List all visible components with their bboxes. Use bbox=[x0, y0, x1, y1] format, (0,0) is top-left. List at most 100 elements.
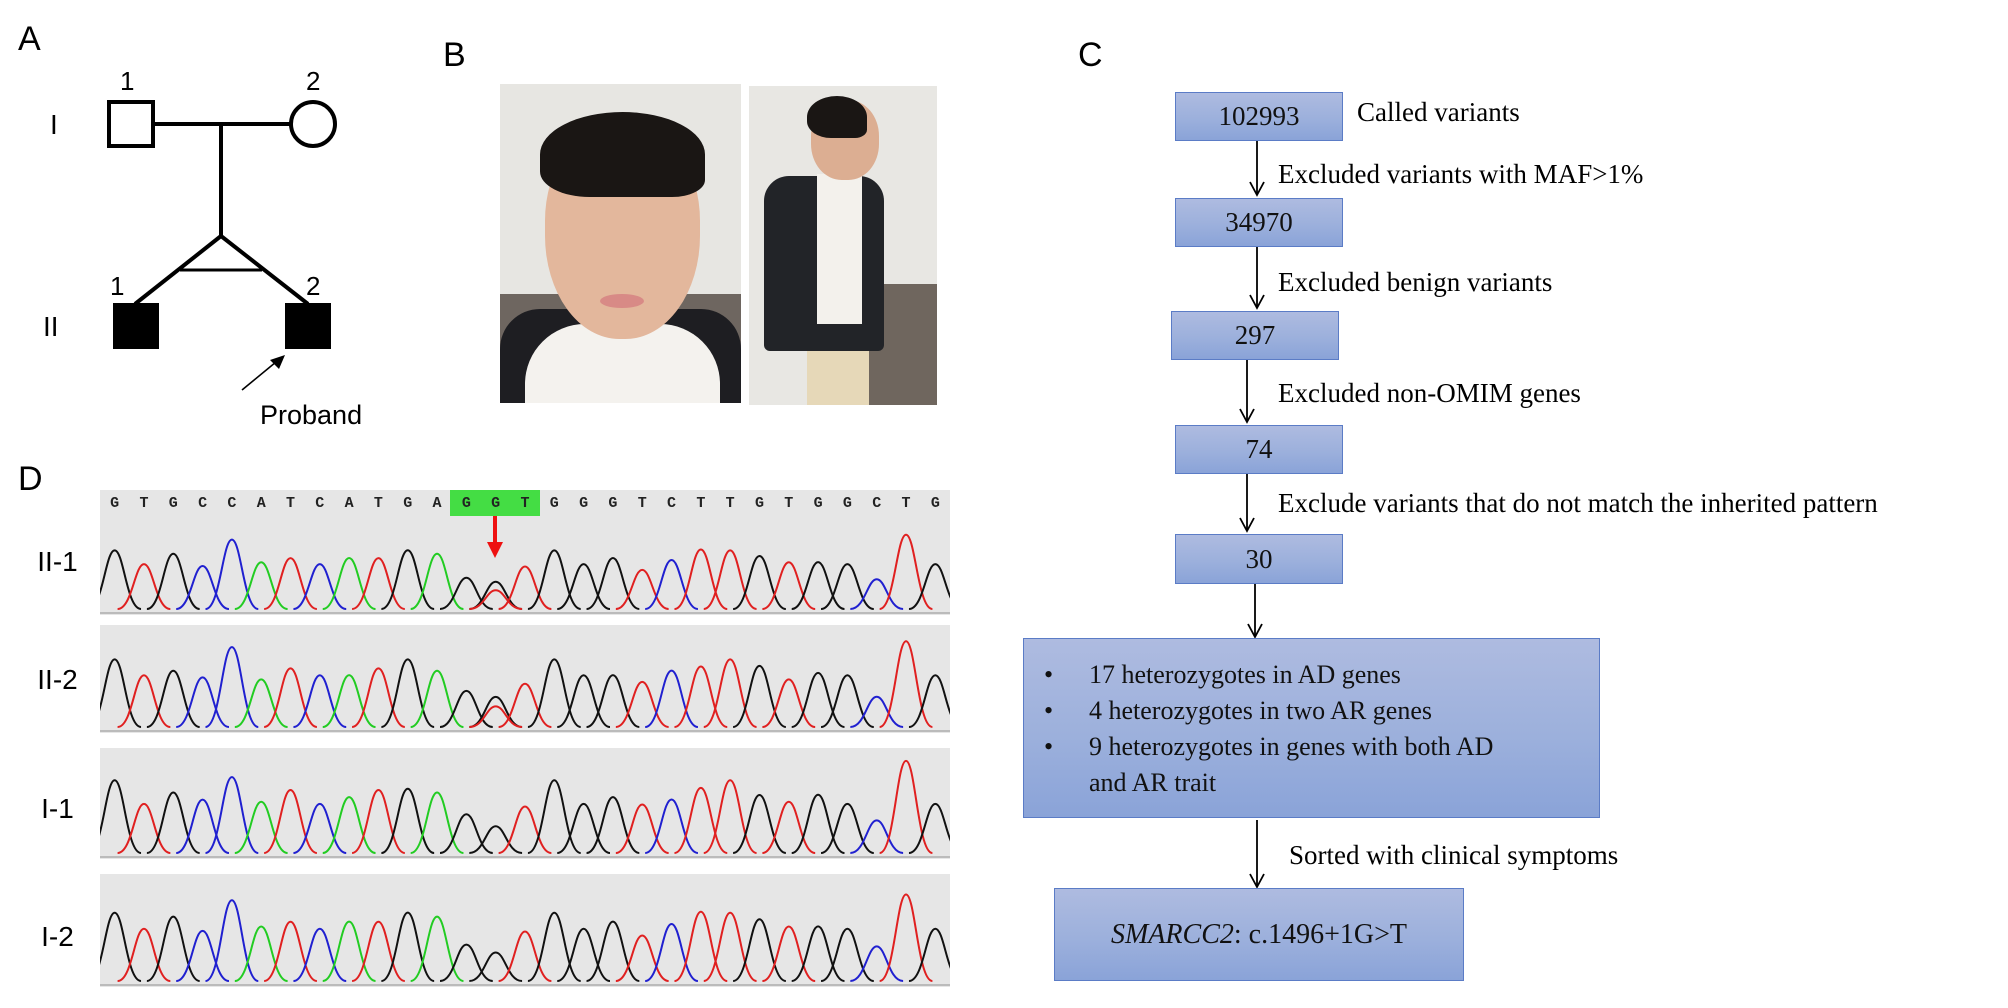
bullet-icon: • bbox=[1044, 732, 1054, 761]
peak-G bbox=[100, 911, 142, 982]
individual-ii-1-male-affected bbox=[113, 303, 159, 349]
base-call: G bbox=[842, 495, 852, 512]
peak-T bbox=[351, 920, 406, 982]
peak-G bbox=[586, 796, 640, 854]
peak-A bbox=[322, 920, 376, 982]
base-call: C bbox=[227, 495, 237, 512]
peak-T bbox=[762, 925, 816, 982]
peak-T bbox=[615, 680, 669, 728]
peak-G bbox=[556, 802, 611, 854]
peak-G bbox=[380, 658, 435, 728]
row-label-i-2: I-2 bbox=[41, 921, 74, 952]
chromatogram-i-1 bbox=[100, 748, 950, 859]
individual-i-2-female-unaffected bbox=[289, 100, 337, 148]
peak-G bbox=[908, 674, 950, 728]
arrow-1 bbox=[1249, 141, 1265, 197]
peak-G bbox=[908, 927, 950, 982]
flow-box-inheritance: 30 bbox=[1175, 534, 1343, 584]
peak-T bbox=[498, 682, 552, 728]
flow-note-called: Called variants bbox=[1357, 97, 1520, 127]
twin-line-left bbox=[133, 234, 223, 306]
flow-box-called: 102993 bbox=[1175, 92, 1343, 141]
individual-number-ii-2: 2 bbox=[306, 271, 321, 301]
peak-C bbox=[293, 563, 347, 610]
trace-svg bbox=[100, 640, 950, 732]
flow-arrows bbox=[1239, 141, 1265, 889]
base-call: C bbox=[315, 495, 325, 512]
peak-C bbox=[644, 669, 699, 728]
peak-G bbox=[586, 920, 640, 982]
peak-C bbox=[850, 578, 904, 610]
generation-label-ii: II bbox=[43, 311, 59, 342]
peak-G bbox=[146, 669, 201, 728]
peak-G bbox=[527, 911, 582, 982]
base-call: C bbox=[198, 495, 208, 512]
summary-item-ad-ar: •9 heterozygotes in genes with both AD bbox=[1024, 729, 1493, 765]
peak-T bbox=[674, 910, 728, 982]
peak-T bbox=[703, 911, 757, 982]
peak-G-wildtype bbox=[469, 580, 523, 610]
flow-filter-benign: Excluded benign variants bbox=[1278, 267, 1553, 297]
peak-C bbox=[850, 945, 904, 982]
peak-C bbox=[644, 922, 699, 982]
peak-G bbox=[820, 802, 875, 854]
peak-C bbox=[850, 819, 904, 854]
flow-box-benign: 297 bbox=[1171, 311, 1339, 360]
base-call: G bbox=[608, 495, 618, 512]
peak-G bbox=[146, 552, 201, 610]
base-call: T bbox=[286, 495, 296, 512]
base-call: T bbox=[784, 495, 794, 512]
peak-T bbox=[879, 640, 933, 728]
peak-T bbox=[351, 557, 406, 610]
peak-G bbox=[908, 802, 950, 854]
peak-G bbox=[908, 563, 950, 610]
summary-list: •17 heterozygotes in AD genes •4 heteroz… bbox=[1024, 657, 1493, 801]
base-call: T bbox=[520, 495, 530, 512]
mutation-arrow bbox=[487, 516, 503, 558]
peak-G bbox=[556, 674, 611, 728]
proband-arrowhead bbox=[270, 355, 285, 369]
trace-svg bbox=[100, 533, 950, 614]
peak-T bbox=[703, 658, 757, 728]
peak-T bbox=[703, 779, 757, 854]
arrow-6 bbox=[1249, 820, 1265, 889]
peak-T bbox=[498, 930, 552, 982]
chromatogram-ii-2 bbox=[100, 625, 950, 733]
peak-C bbox=[175, 929, 230, 982]
peak-C bbox=[205, 646, 259, 728]
base-call: G bbox=[930, 495, 940, 512]
peak-G bbox=[527, 658, 582, 728]
summary-item-ad: •17 heterozygotes in AD genes bbox=[1024, 657, 1493, 693]
peak-A bbox=[234, 678, 288, 728]
mutation-site-highlight bbox=[449, 490, 540, 516]
peak-T bbox=[117, 563, 171, 610]
peak-T bbox=[117, 802, 171, 854]
peak-A bbox=[234, 561, 288, 610]
peak-T bbox=[263, 667, 318, 728]
peak-G bbox=[732, 664, 787, 728]
peak-T bbox=[674, 786, 728, 854]
base-call: T bbox=[901, 495, 911, 512]
individual-number-i-1: 1 bbox=[120, 66, 135, 96]
base-call: A bbox=[344, 495, 354, 512]
peak-T bbox=[615, 568, 669, 610]
flow-result-box: SMARCC2: c.1496+1G>T bbox=[1054, 888, 1464, 981]
peak-T bbox=[117, 674, 171, 728]
peak-G bbox=[732, 793, 787, 854]
result-variant: : c.1496+1G>T bbox=[1233, 918, 1407, 950]
peak-G bbox=[100, 779, 142, 854]
base-call: T bbox=[696, 495, 706, 512]
base-call: G bbox=[549, 495, 559, 512]
peak-C bbox=[293, 802, 347, 854]
peak-G bbox=[146, 915, 201, 982]
peak-G bbox=[527, 549, 582, 610]
result-gene: SMARCC2 bbox=[1110, 918, 1234, 950]
flow-box-maf: 34970 bbox=[1175, 198, 1343, 247]
base-call: G bbox=[579, 495, 589, 512]
base-call: G bbox=[110, 495, 120, 512]
base-call: G bbox=[461, 495, 471, 512]
flow-filter-omim: Excluded non-OMIM genes bbox=[1278, 378, 1581, 408]
peak-G bbox=[527, 779, 582, 854]
peak-T bbox=[879, 893, 933, 982]
peak-T bbox=[674, 548, 728, 610]
